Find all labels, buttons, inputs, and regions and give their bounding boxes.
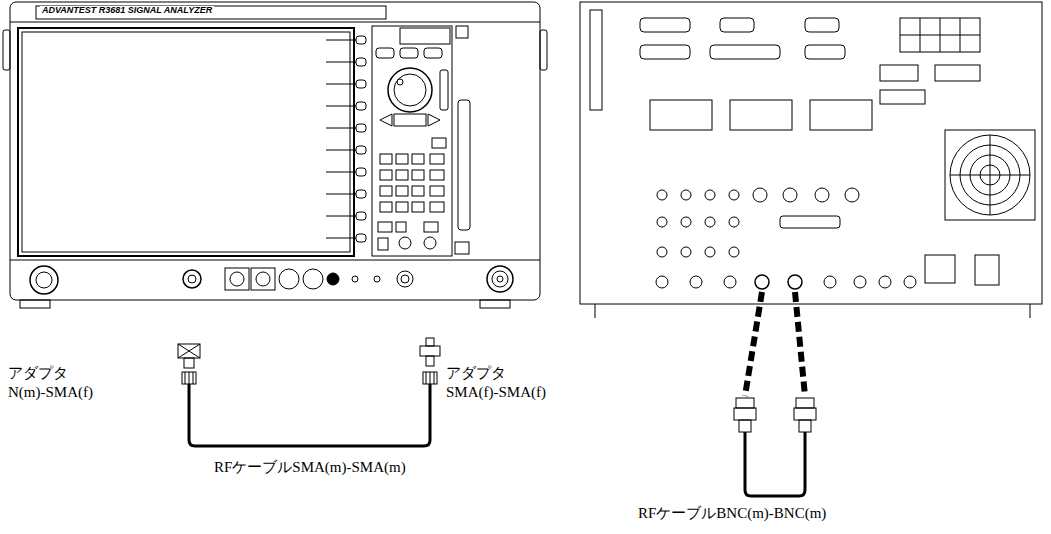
front-panel xyxy=(3,2,547,308)
bnc-cable xyxy=(734,292,816,496)
cable-label: RFケーブルBNC(m)-BNC(m) xyxy=(638,504,826,523)
sma-cable xyxy=(178,338,440,446)
rear-panel xyxy=(580,2,1042,318)
adapter-label: アダプタ N(m)-SMA(f) xyxy=(8,364,108,402)
model-banner: ADVANTEST R3681 SIGNAL ANALYZER xyxy=(40,6,214,16)
cable-label: RFケーブルSMA(m)-SMA(m) xyxy=(214,458,406,477)
adapter-label: アダプタ SMA(f)-SMA(f) xyxy=(446,364,558,402)
